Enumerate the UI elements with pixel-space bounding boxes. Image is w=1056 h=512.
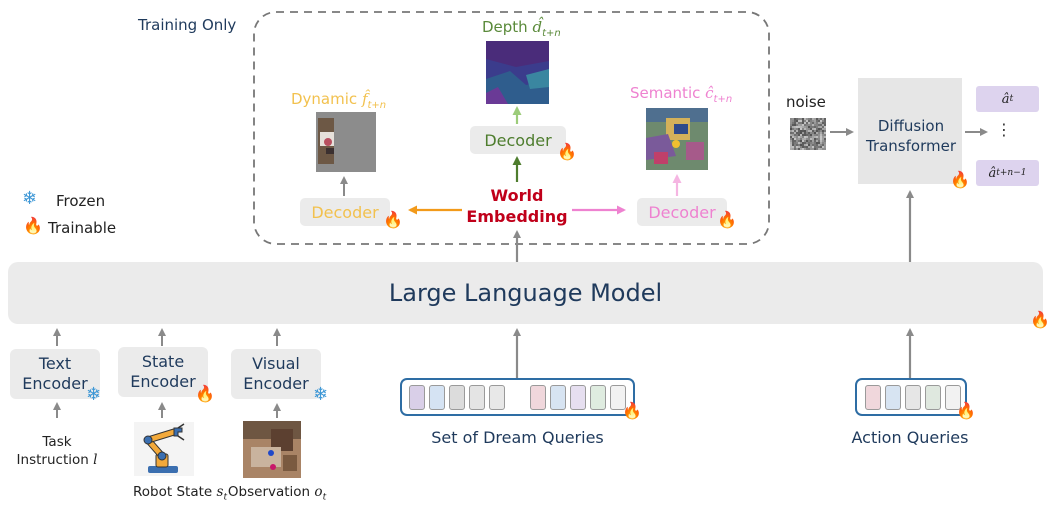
large-language-model: Large Language Model [8,262,1043,324]
semantic-head-label: Semantic ĉt+n [630,84,732,105]
flame-icon: 🔥 [1030,310,1050,329]
depth-head-label: Depth d̂t+n [482,18,561,39]
query-token [429,385,445,410]
output-last-symbol: â [988,165,997,181]
query-token [489,385,505,410]
query-token [469,385,485,410]
action-queries-box [855,378,967,416]
output-dots: ⋮ [996,120,1012,139]
llm-label: Large Language Model [388,279,663,307]
world-embedding: World Embedding [465,185,569,227]
query-token [570,385,586,410]
query-token [409,385,425,410]
depth-image [486,41,549,104]
dynamic-image [316,112,376,172]
legend-frozen: Frozen [56,192,106,210]
semantic-decoder: Decoder [637,198,727,226]
output-first-symbol: â [1001,91,1010,107]
semantic-image [646,108,708,170]
visual-encoder-line2: Encoder [243,374,309,393]
query-token [530,385,546,410]
semantic-text: Semantic [630,84,701,102]
query-token [885,385,901,410]
flame-icon: 🔥 [717,210,737,229]
legend-trainable: Trainable [48,219,117,237]
diffusion-transformer: Diffusion Transformer [858,116,964,156]
state-encoder-line1: State [141,352,185,371]
output-first-sub: t [1009,94,1014,104]
flame-icon: 🔥 [557,142,577,161]
depth-text: Depth [482,18,528,36]
action-queries-label: Action Queries [851,428,969,447]
dream-queries-box [400,378,635,416]
snowflake-icon: ❄ [313,384,329,405]
task-line2: Instruction [16,452,89,468]
depth-sub: t+n [542,28,561,39]
dynamic-head-label: Dynamic f̂t+n [291,90,386,111]
query-token [449,385,465,410]
observation-sub: t [322,492,327,503]
query-token [865,385,881,410]
task-instruction: Task Instruction l [2,433,112,469]
text-encoder-line2: Encoder [22,374,88,393]
robot-state-sub: t [223,492,227,503]
dynamic-sub: t+n [367,100,387,111]
flame-icon: 🔥 [956,401,976,420]
robot-state-text: Robot State [133,484,213,500]
dream-queries-label: Set of Dream Queries [431,428,604,447]
diffusion-line2: Transformer [865,137,956,155]
flame-icon: 🔥 [23,216,43,235]
observation-image [243,421,301,478]
task-symbol: l [93,452,98,468]
text-encoder-line1: Text [38,354,72,373]
semantic-symbol: ĉ [705,84,714,102]
depth-decoder: Decoder [470,126,566,154]
snowflake-icon: ❄ [86,384,102,405]
observation-label: Observation ot [222,484,332,503]
query-token [610,385,626,410]
flame-icon: 🔥 [195,384,215,403]
output-last-sub: t+n−1 [996,168,1027,178]
robot-arm-icon [134,422,194,476]
query-token [925,385,941,410]
flame-icon: 🔥 [950,170,970,189]
dynamic-symbol: f̂ [361,90,368,108]
visual-encoder-line1: Visual [252,354,300,373]
observation-text: Observation [227,484,311,500]
noise-label: noise [786,93,826,111]
training-only-label: Training Only [138,16,237,34]
query-token [945,385,961,410]
flame-icon: 🔥 [622,401,642,420]
dynamic-text: Dynamic [291,90,358,108]
diffusion-line1: Diffusion [877,117,945,135]
dynamic-decoder: Decoder [300,198,390,226]
query-token [590,385,606,410]
semantic-sub: t+n [713,94,733,105]
flame-icon: 🔥 [383,210,403,229]
world-embedding-line1: World [490,186,544,205]
query-token [905,385,921,410]
robot-state-symbol: s [216,484,224,500]
state-encoder-line2: Encoder [130,372,196,391]
query-token [550,385,566,410]
noise-image [790,118,826,150]
world-embedding-line2: Embedding [466,207,568,226]
task-line1: Task [42,434,72,450]
snowflake-icon: ❄ [22,188,38,209]
observation-symbol: o [314,484,323,500]
depth-symbol: d̂ [532,18,543,36]
robot-state-label: Robot State st [110,484,250,503]
